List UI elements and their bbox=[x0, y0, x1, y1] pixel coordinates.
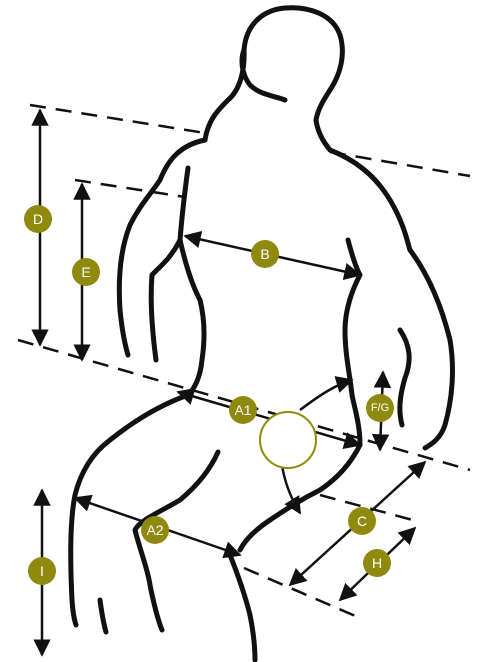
badge-a2-label: A2 bbox=[146, 522, 163, 538]
chin-outline bbox=[242, 50, 285, 100]
hip-angle-arc-upper bbox=[300, 380, 352, 410]
badge-fg-label: F/G bbox=[371, 402, 389, 414]
badge-a2: A2 bbox=[141, 516, 169, 544]
left-shoulder-outline bbox=[119, 140, 205, 355]
right-inner-arm-outline bbox=[400, 330, 409, 425]
body-outline bbox=[71, 8, 453, 660]
badge-h: H bbox=[363, 549, 391, 577]
badge-a1: A1 bbox=[229, 396, 257, 424]
lower-left-leg-outline bbox=[100, 600, 106, 632]
badge-d: D bbox=[24, 205, 52, 233]
shoulder-top-reference-line bbox=[30, 105, 205, 133]
right-shoulder-outline bbox=[330, 150, 410, 250]
head-outline bbox=[205, 8, 342, 150]
badge-d-label: D bbox=[33, 211, 43, 227]
badge-h-label: H bbox=[372, 555, 382, 571]
armpit-reference-line bbox=[75, 180, 185, 197]
badge-i-label: I bbox=[40, 563, 44, 579]
badge-e: E bbox=[72, 258, 100, 286]
badge-b: B bbox=[251, 240, 279, 268]
badge-a1-label: A1 bbox=[234, 402, 251, 418]
dimension-arrows bbox=[40, 110, 425, 655]
badge-e-label: E bbox=[81, 264, 90, 280]
shoulder-top-reference-line-right bbox=[330, 152, 470, 176]
right-torso-outline bbox=[345, 240, 360, 445]
badge-c-label: C bbox=[357, 513, 367, 529]
left-thigh-outer-outline bbox=[71, 395, 188, 625]
badge-b-label: B bbox=[260, 246, 269, 262]
badge-fg: F/G bbox=[366, 394, 394, 422]
hip-joint-circle bbox=[260, 412, 316, 468]
badge-i: I bbox=[28, 557, 56, 585]
badge-c: C bbox=[348, 507, 376, 535]
left-torso-outline bbox=[180, 240, 204, 395]
right-arm-outline bbox=[410, 250, 452, 448]
